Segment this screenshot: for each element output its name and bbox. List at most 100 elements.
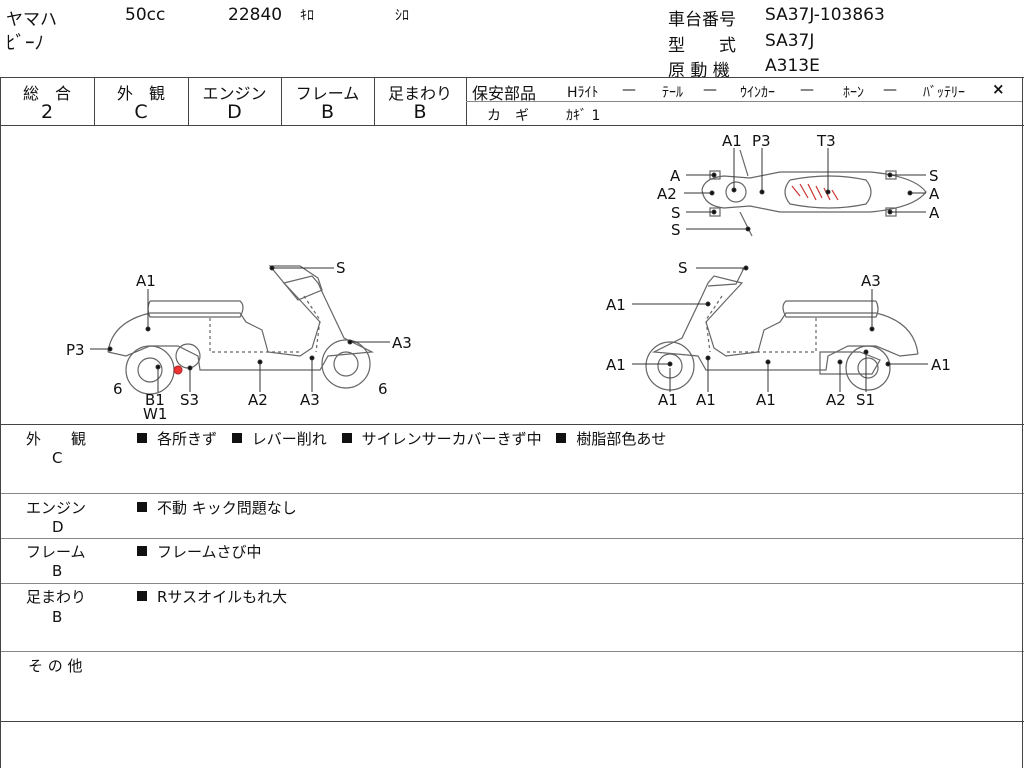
comment-text: レバー削れ: [251, 430, 327, 448]
type-value: SA37J: [765, 31, 815, 51]
label-a1: A1: [931, 356, 951, 374]
label-a3: A3: [392, 334, 412, 352]
safety-item-value: ×: [992, 80, 1005, 98]
grade-label: フレーム: [295, 84, 360, 103]
engine-label: 原 動 機: [668, 61, 730, 81]
label-a: A: [670, 167, 681, 185]
border-right: [1022, 77, 1023, 768]
label-a1: A1: [722, 132, 742, 150]
divider: [0, 424, 1024, 425]
comment-category: 外 観: [26, 430, 87, 448]
label-a2: A2: [657, 185, 677, 203]
grade-value: C: [134, 101, 148, 123]
comment-items: Rサスオイルもれ大: [137, 586, 287, 607]
key-value: ｶｷﾞ 1: [566, 108, 601, 124]
safety-item-value: —: [622, 82, 636, 98]
bullet-square: [556, 433, 567, 443]
label-a1: A1: [756, 391, 776, 409]
engine-value: A313E: [765, 56, 820, 76]
comment-text: Rサスオイルもれ大: [157, 588, 288, 606]
safety-title: 保安部品: [472, 84, 537, 103]
type-label: 型 式: [668, 36, 736, 56]
divider: [0, 538, 1024, 539]
label-p3: P3: [66, 341, 85, 359]
comment-items: 不動 キック問題なし: [137, 497, 297, 518]
grade-value: B: [320, 101, 335, 123]
comment-category: フレーム: [26, 543, 86, 561]
bullet-square: [341, 433, 352, 443]
safety-item-value: —: [800, 82, 814, 98]
scooter-diagram: S A1 P3 A3 6 6 B1 W1 S3 A2 A3 S A1 A3 A1…: [66, 132, 951, 423]
label-a2: A2: [248, 391, 268, 409]
divider: [0, 583, 1024, 584]
safety-item-value: —: [703, 82, 717, 98]
label-a1: A1: [606, 356, 626, 374]
safety-item-name: ｳｲﾝｶｰ: [740, 85, 775, 101]
label-a: A: [929, 185, 940, 203]
safety-item-name: ﾎｰﾝ: [843, 85, 864, 101]
bullet-square: [137, 591, 147, 601]
rear-wheel: [321, 339, 371, 389]
maker: ヤマハ: [6, 10, 57, 30]
divider: [0, 125, 1024, 126]
grade-label: 足まわり: [387, 84, 452, 103]
label-w1: W1: [143, 405, 167, 423]
label-a3: A3: [300, 391, 320, 409]
scooter-left-seat: [147, 300, 244, 318]
label-a2: A2: [826, 391, 846, 409]
rear-wheel: [845, 345, 891, 391]
frame-no-label: 車台番号: [668, 10, 736, 30]
mileage-unit: ｷﾛ: [300, 8, 314, 24]
divider: [466, 101, 1022, 102]
label-s: S: [671, 204, 681, 222]
frame-no: SA37J-103863: [765, 5, 885, 25]
damage-mark: [173, 365, 183, 375]
comment-grade: D: [52, 518, 64, 536]
scooter-right-seat: [782, 300, 879, 318]
bullet-square: [137, 546, 147, 556]
label-a3: A3: [861, 272, 881, 290]
scooter-top-body: [701, 171, 927, 213]
comment-grade: B: [52, 562, 63, 580]
comment-category: 足まわり: [26, 588, 87, 606]
grade-label: エンジン: [202, 84, 267, 103]
scooter-right-body: [651, 275, 919, 371]
grade-value: D: [227, 101, 242, 123]
label-s1: S1: [856, 391, 875, 409]
model-name: ﾋﾞｰﾉ: [6, 32, 45, 54]
label-a: A: [929, 204, 940, 222]
label-s3: S3: [180, 391, 199, 409]
divider: [374, 77, 375, 125]
bullet-square: [137, 433, 147, 443]
comment-text: サイレンサーカバーきず中: [361, 430, 542, 448]
safety-item-name: ﾊﾞｯﾃﾘｰ: [923, 85, 965, 101]
safety-item-name: Hﾗｲﾄ: [567, 85, 599, 101]
comment-grade: B: [52, 608, 63, 626]
label-s: S: [671, 221, 681, 239]
label-a1: A1: [136, 272, 156, 290]
displacement: 50cc: [125, 5, 166, 25]
label-s: S: [929, 167, 939, 185]
safety-item-value: —: [883, 82, 897, 98]
label-s: S: [336, 259, 346, 277]
divider: [188, 77, 189, 125]
comment-items: フレームさび中: [137, 541, 262, 562]
comment-text: 各所きず: [157, 430, 218, 448]
label-a1: A1: [696, 391, 716, 409]
divider: [0, 651, 1024, 652]
safety-item-name: ﾃｰﾙ: [662, 85, 683, 101]
grade-label: 外 観: [116, 84, 165, 103]
label-6: 6: [113, 380, 123, 398]
divider: [0, 493, 1024, 494]
label-b1: B1: [145, 391, 165, 409]
comment-items: 各所きず レバー削れ サイレンサーカバーきず中 樹脂部色あせ: [137, 428, 666, 449]
label-6: 6: [378, 380, 388, 398]
divider: [0, 721, 1024, 722]
label-p3: P3: [752, 132, 771, 150]
comment-grade: C: [52, 449, 63, 467]
color: ｼﾛ: [395, 8, 409, 24]
grade-value: 2: [40, 101, 54, 123]
comment-text: 不動 キック問題なし: [157, 499, 297, 517]
comment-text: フレームさび中: [157, 543, 262, 561]
front-wheel: [125, 345, 175, 395]
